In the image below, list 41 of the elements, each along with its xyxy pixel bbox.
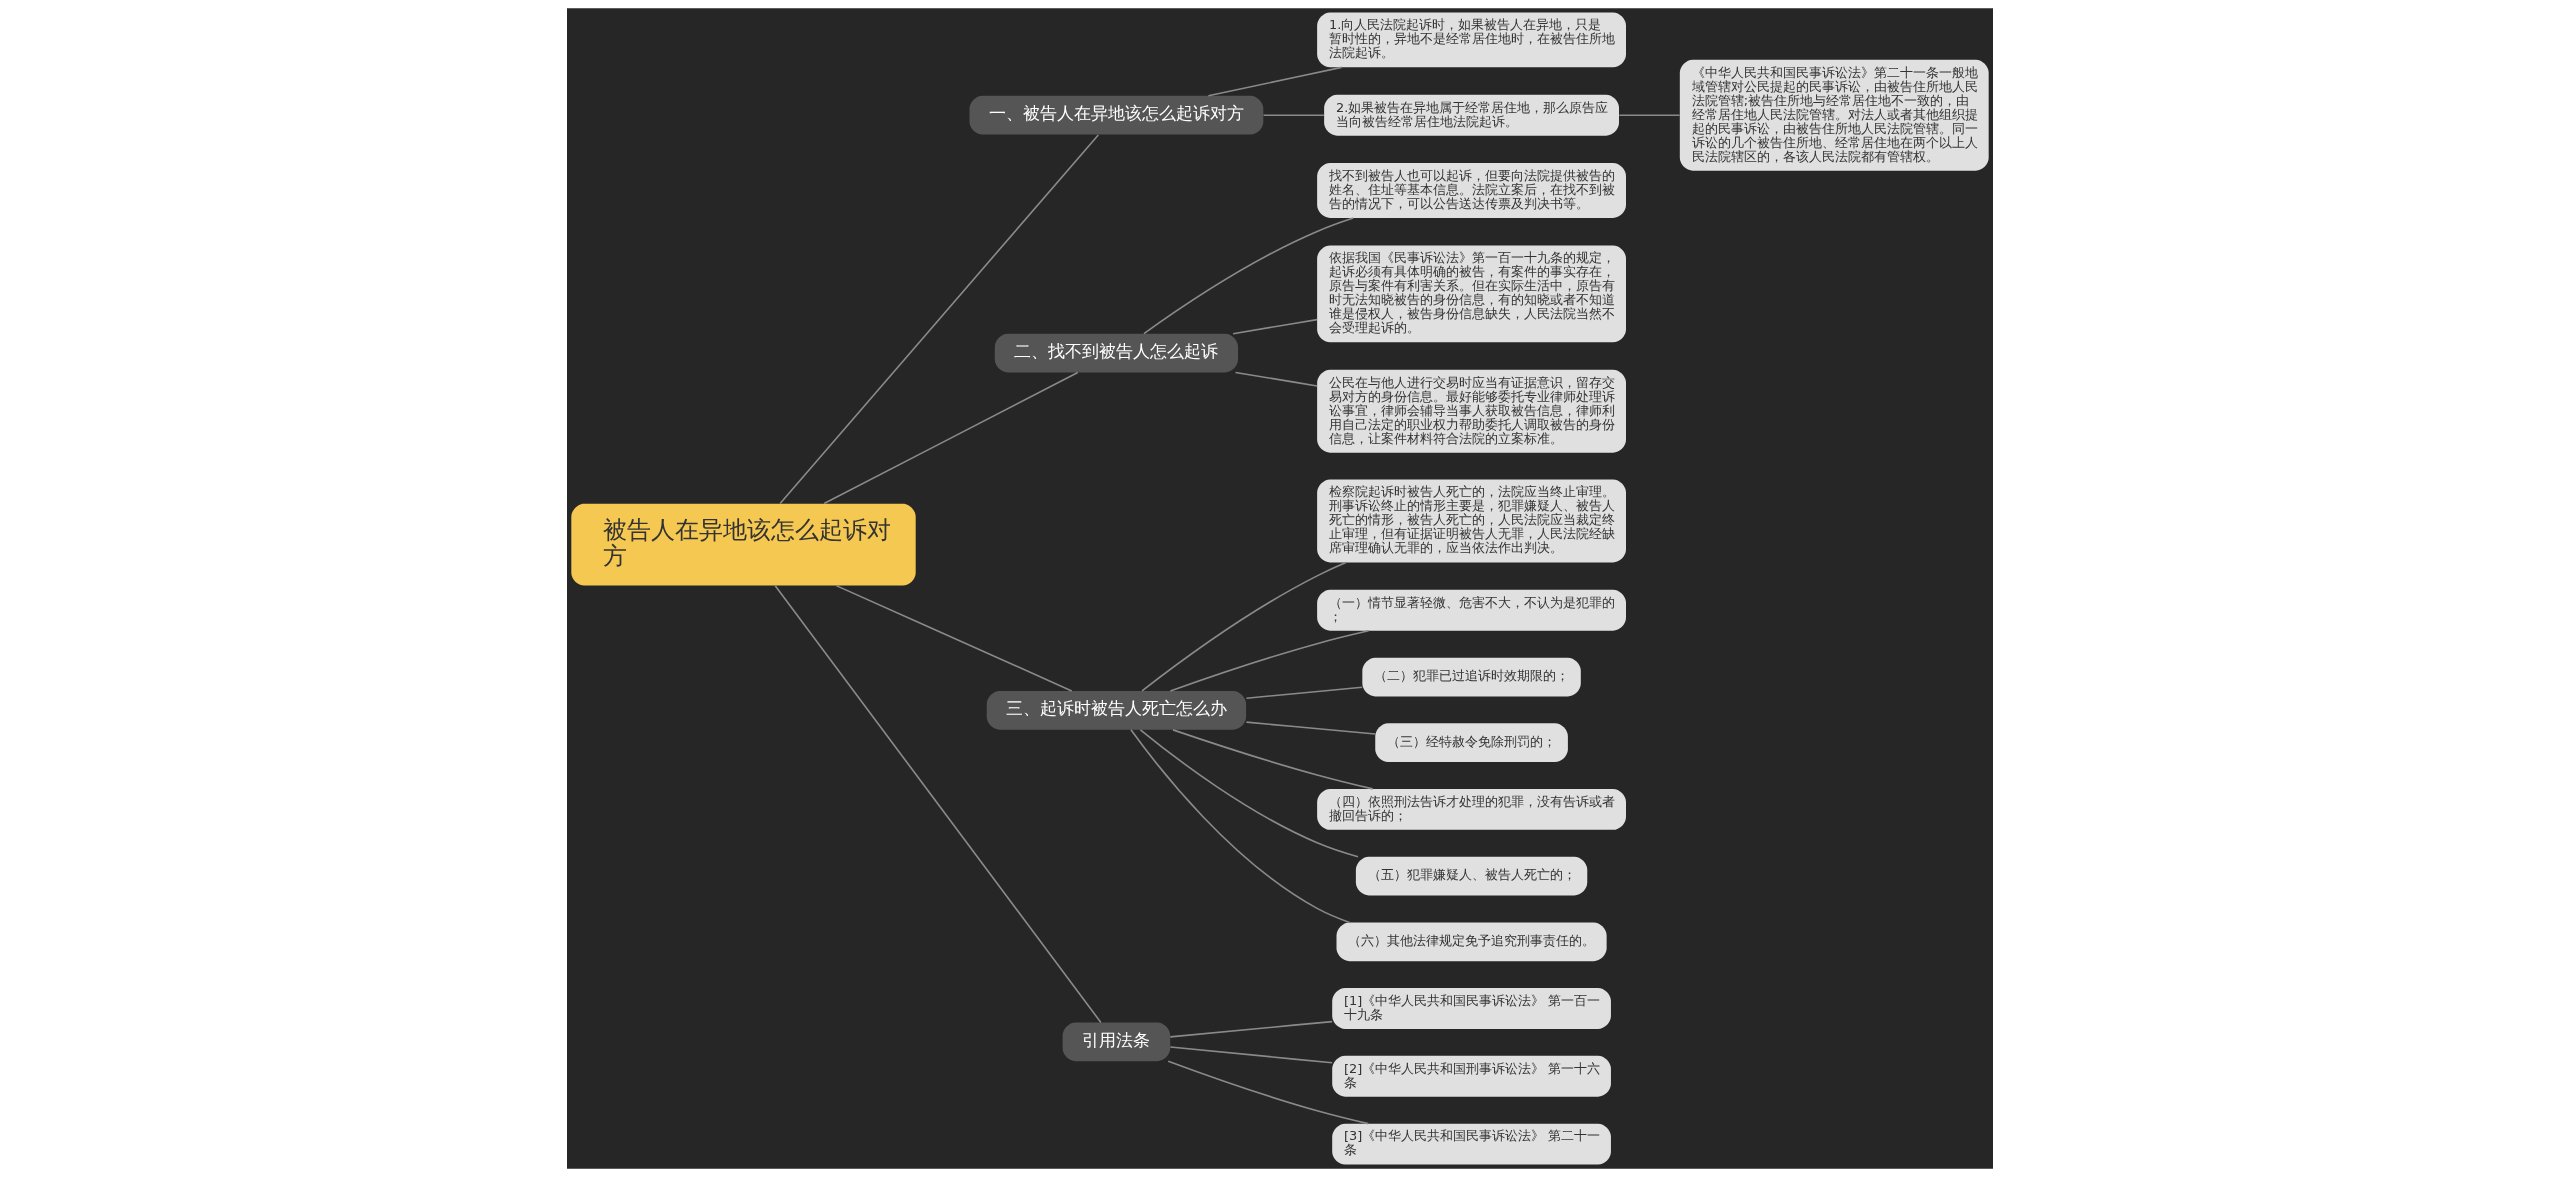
connector [779, 134, 1100, 505]
connector [823, 371, 1079, 505]
node-box: 检察院起诉时被告人死亡的，法院应当终止审理。刑事诉讼终止的情形主要是，犯罪嫌疑人、被告人死亡的情形，被告人死亡的，人民法院应当裁定终止审理，但有证据证明被告人无罪，人民法院经缺席审理确认无罪的，应当依法作出判决。 [1317, 479, 1626, 563]
connector [1141, 561, 1347, 692]
node-box: 2.如果被告在异地属于经常居住地，那么原告应当向被告经常居住地法院起诉。 [1324, 94, 1619, 136]
connector [774, 584, 1102, 1024]
node-box: 依据我国《民事诉讼法》第一百一十九条的规定，起诉必须有具体明确的被告，有案件的事实存在，原告与案件有利害关系。但在实际生活中，原告有时无法知晓被告的身份信息，有的知晓或者不知道谁是侵权人，被告身份信息缺失，人民法院当然不会受理起诉的。 [1317, 245, 1626, 343]
connector [1618, 114, 1681, 117]
connector [1169, 1020, 1333, 1038]
node-box: 三、起诉时被告人死亡怎么办 [986, 691, 1247, 730]
connector [1169, 630, 1370, 692]
node-box: （一）情节显著轻微、危害不大，不认为是犯罪的； [1317, 589, 1626, 631]
connector [1262, 114, 1325, 117]
connector [1245, 721, 1376, 735]
connector [1143, 217, 1355, 335]
node-box: （五）犯罪嫌疑人、被告人死亡的； [1355, 856, 1588, 896]
node-box: 二、找不到被告人怎么起诉 [994, 333, 1239, 373]
node-box: 找不到被告人也可以起诉，但要向法院提供被告的姓名、住址等基本信息。法院立案后，在找不到被告的情况下，可以公告送达传票及判决书等。 [1317, 163, 1626, 218]
connector [1139, 729, 1359, 858]
connector [1167, 1060, 1369, 1125]
connector [1169, 1046, 1333, 1064]
node-box: 引用法条 [1062, 1022, 1171, 1062]
node-box: [3]《中华人民共和国民事诉讼法》 第二十一条 [1332, 1123, 1611, 1165]
connector [1245, 686, 1363, 699]
node-box: 公民在与他人进行交易时应当有证据意识，留存交易对方的身份信息。最好能够委托专业律师处理诉讼事宜，律师会辅导当事人获取被告信息，律师利用自己法定的职业权力帮助委托人调取被告的身份信息，让案件材料符合法院的立案标准。 [1317, 369, 1626, 453]
node-box: 被告人在异地该怎么起诉对方 [571, 503, 916, 586]
node-box: [1]《中华人民共和国民事诉讼法》 第一百一十九条 [1332, 988, 1611, 1029]
node-box: 1.向人民法院起诉时，如果被告人在异地，只是暂时性的，异地不是经常居住地时，在被告住所地法院起诉。 [1317, 12, 1626, 68]
connector [1232, 318, 1318, 335]
node-box: [2]《中华人民共和国刑事诉讼法》 第一十六条 [1332, 1055, 1611, 1097]
connector [1130, 728, 1351, 924]
node-box: 《中华人民共和国民事诉讼法》第二十一条一般地域管辖对公民提起的民事诉讼，由被告住所地人民法院管辖;被告住所地与经常居住地不一致的，由经常居住地人民法院管辖。对法人或者其他组织提起的民事诉讼，由被告住所地人民法院管辖。同一诉讼的几个被告住所地、经常居住地在两个以上人民法院辖区的，各该人民法院都有管辖权。 [1679, 59, 1989, 171]
node-box: （四）依照刑法告诉才处理的犯罪，没有告诉或者撤回告诉的； [1317, 788, 1626, 830]
node-box: （六）其他法律规定免予追究刑事责任的。 [1336, 922, 1607, 962]
node-box: 一、被告人在异地该怎么起诉对方 [969, 95, 1264, 135]
node-box: （三）经特赦令免除刑罚的； [1375, 723, 1568, 763]
connector [1207, 66, 1343, 97]
connector [835, 584, 1073, 692]
connector [1172, 729, 1374, 790]
connector [1234, 371, 1318, 387]
node-box: （二）犯罪已过追诉时效期限的； [1362, 657, 1581, 697]
